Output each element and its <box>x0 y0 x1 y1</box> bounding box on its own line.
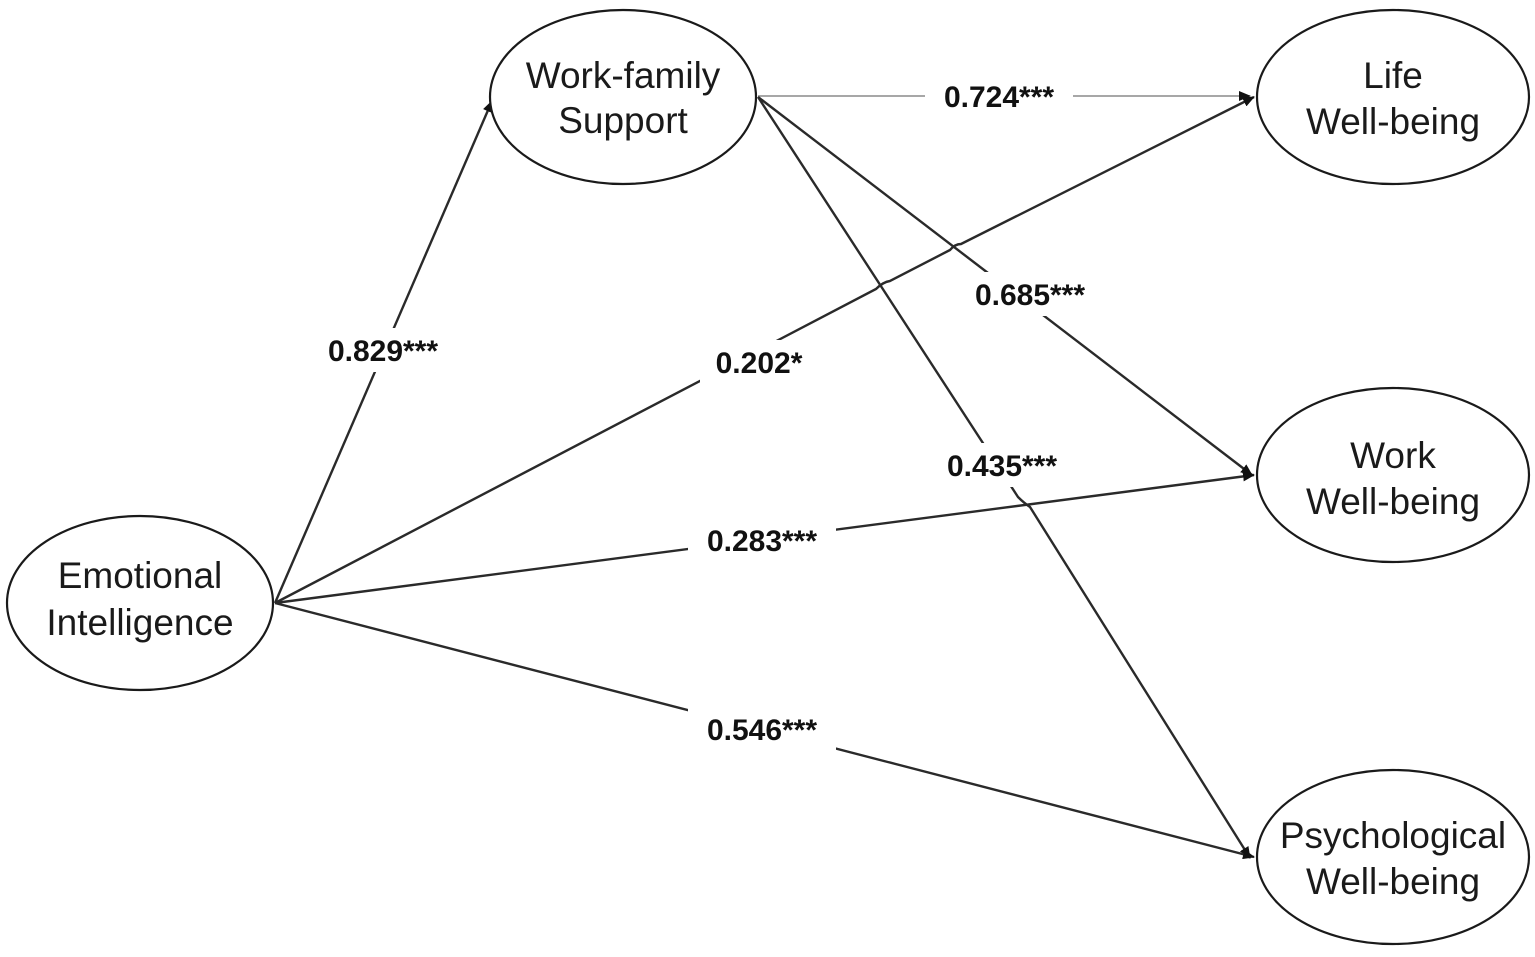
node-work-family-support: Work-family Support <box>488 8 758 186</box>
node-work-well-being: Work Well-being <box>1255 386 1531 564</box>
coef-ei-wfs: 0.829*** <box>328 335 438 368</box>
node-ei-line1: Emotional <box>58 555 223 596</box>
node-wfs-line1: Work-family <box>526 55 721 96</box>
coef-wfs-wwb: 0.685*** <box>975 279 1085 312</box>
node-pwb-line2: Well-being <box>1306 861 1480 902</box>
edge-ei-to-lwb <box>274 95 1255 605</box>
coef-wfs-lwb: 0.724*** <box>944 81 1054 114</box>
edge-wfs-to-pwb <box>756 96 1252 859</box>
coefficients: 0.829*** 0.724*** 0.202* 0.685*** 0.435*… <box>310 74 1104 751</box>
node-ei-line2: Intelligence <box>46 602 233 643</box>
coef-ei-wwb: 0.283*** <box>707 525 817 558</box>
node-wfs-line2: Support <box>558 100 688 141</box>
coef-ei-lwb: 0.202* <box>716 347 803 380</box>
node-lwb-line1: Life <box>1363 55 1423 96</box>
node-psychological-well-being: Psychological Well-being <box>1255 768 1531 946</box>
node-pwb-line1: Psychological <box>1280 815 1506 856</box>
node-wwb-line1: Work <box>1350 435 1436 476</box>
node-lwb-line2: Well-being <box>1306 101 1480 142</box>
coef-ei-pwb: 0.546*** <box>707 714 817 747</box>
coef-wfs-pwb: 0.435*** <box>947 450 1057 483</box>
node-life-well-being: Life Well-being <box>1255 8 1531 186</box>
node-emotional-intelligence: Emotional Intelligence <box>5 514 275 692</box>
node-wwb-line2: Well-being <box>1306 481 1480 522</box>
